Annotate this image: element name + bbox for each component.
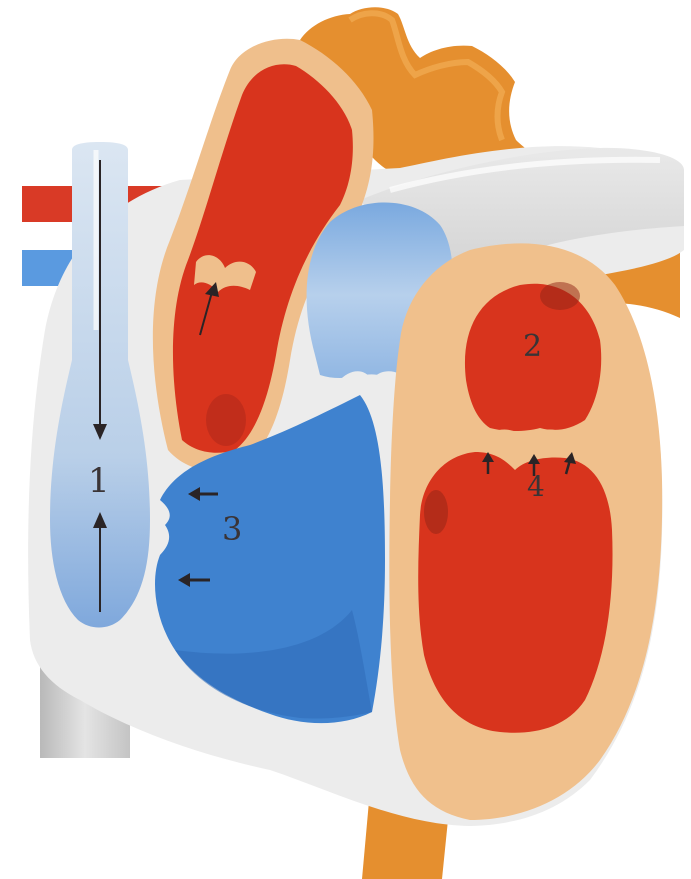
label-1: 1 (88, 461, 110, 501)
left-ventricle-red (418, 452, 612, 733)
label-3: 3 (222, 510, 242, 548)
label-2: 2 (523, 329, 542, 364)
label-4: 4 (527, 470, 545, 503)
